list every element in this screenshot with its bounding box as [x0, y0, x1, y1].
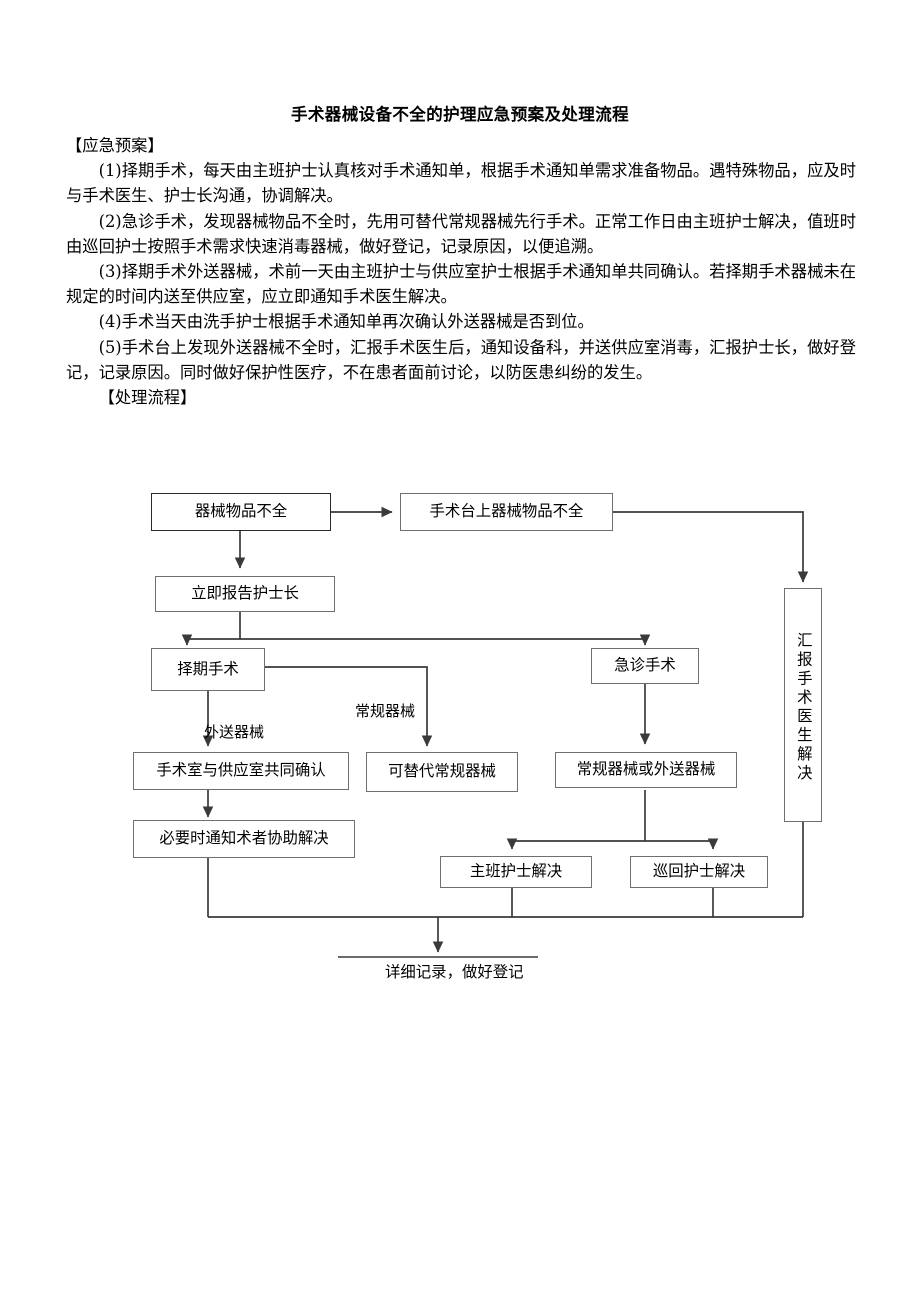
flow-node-report-surgeon-resolve: 汇报手术医生解决 — [784, 588, 822, 822]
edge-label-outsourced-instruments: 外送器械 — [204, 723, 265, 741]
page-title: 手术器械设备不全的护理应急预案及处理流程 — [291, 105, 629, 124]
flow-node-emergency-surgery: 急诊手术 — [591, 648, 699, 684]
flow-node-incomplete-on-table: 手术台上器械物品不全 — [400, 493, 613, 531]
flow-node-or-and-supply-confirm: 手术室与供应室共同确认 — [133, 752, 349, 790]
flow-footer-label: 详细记录，做好登记 — [385, 963, 524, 981]
flow-node-report-head-nurse: 立即报告护士长 — [155, 576, 335, 612]
flow-node-notify-surgeon-assist: 必要时通知术者协助解决 — [133, 820, 355, 858]
edge-label-routine-instruments: 常规器械 — [355, 702, 416, 720]
paragraph-4: (4)手术当天由洗手护士根据手术通知单再次确认外送器械是否到位。 — [98, 312, 594, 332]
section-heading-handling-process: 【处理流程】 — [98, 388, 197, 408]
section-heading-emergency-plan: 【应急预案】 — [66, 136, 164, 155]
flow-node-routine-or-outsourced-instruments: 常规器械或外送器械 — [555, 752, 737, 788]
paragraph-2: (2)急诊手术，发现器械物品不全时，先用可替代常规器械先行手术。正常工作日由主班… — [66, 211, 856, 256]
paragraph-3: (3)择期手术外送器械，术前一天由主班护士与供应室护士根据手术通知单共同确认。若… — [66, 262, 856, 307]
flow-node-charge-nurse-resolve: 主班护士解决 — [440, 856, 592, 888]
paragraph-5: (5)手术台上发现外送器械不全时，汇报手术医生后，通知设备科，并送供应室消毒，汇… — [66, 337, 856, 382]
flow-node-elective-surgery: 择期手术 — [151, 648, 265, 691]
flow-node-circulating-nurse-resolve: 巡回护士解决 — [630, 856, 768, 888]
flow-node-incomplete-instruments: 器械物品不全 — [151, 493, 331, 531]
document-body: 【应急预案】 (1)择期手术，每天由主班护士认真核对手术通知单，根据手术通知单需… — [66, 133, 856, 410]
flow-node-substitute-routine-instruments: 可替代常规器械 — [366, 752, 518, 792]
paragraph-1: (1)择期手术，每天由主班护士认真核对手术通知单，根据手术通知单需求准备物品。遇… — [66, 161, 856, 206]
